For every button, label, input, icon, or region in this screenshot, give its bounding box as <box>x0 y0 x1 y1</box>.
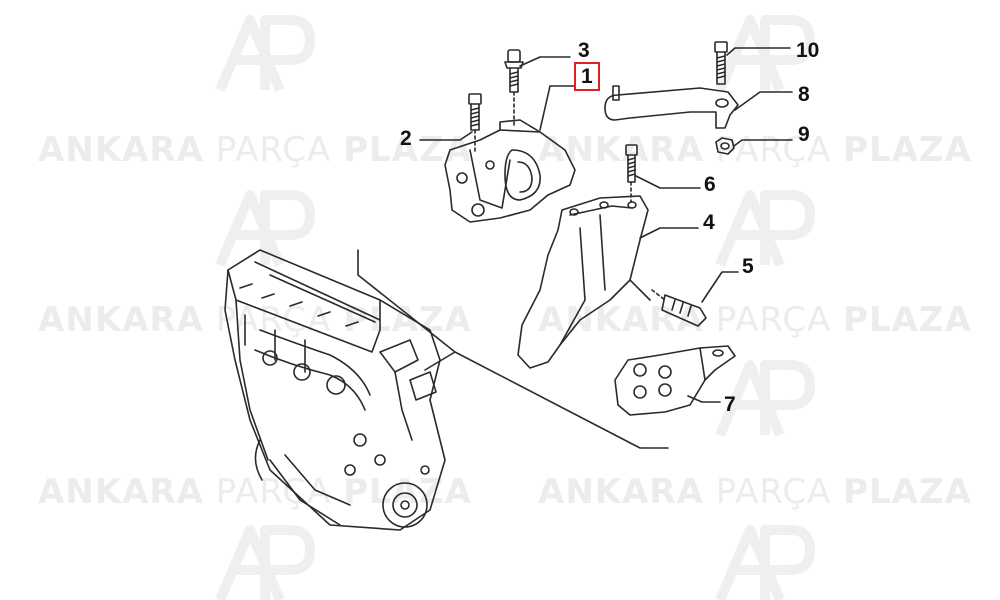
leader-line <box>539 85 575 131</box>
callout-8[interactable]: 8 <box>798 83 810 106</box>
bolt-part <box>651 289 707 327</box>
ap-logo-icon <box>215 525 315 600</box>
watermark-word: PARÇA <box>215 472 332 512</box>
callout-10[interactable]: 10 <box>796 39 820 62</box>
ap-logo-icon <box>715 360 815 437</box>
bolt-part <box>625 144 638 203</box>
watermark-text: ANKARA PARÇA PLAZA <box>538 300 972 340</box>
nut-part <box>715 137 735 155</box>
watermark-word: PARÇA <box>715 300 832 340</box>
engine-block <box>224 249 446 531</box>
watermark-word: ANKARA <box>38 130 204 170</box>
callout-5[interactable]: 5 <box>742 255 754 278</box>
callout-2[interactable]: 2 <box>400 127 412 150</box>
leader-line <box>701 271 739 303</box>
callout-4[interactable]: 4 <box>703 211 715 234</box>
watermark-word: PARÇA <box>215 130 332 170</box>
callout-9[interactable]: 9 <box>798 123 810 146</box>
bolt-part <box>468 93 482 153</box>
leader-line <box>635 175 701 189</box>
watermark-word: ANKARA <box>38 472 204 512</box>
ap-logo-icon <box>715 190 815 267</box>
watermark-word: ANKARA <box>538 472 704 512</box>
watermark-word: PLAZA <box>843 130 972 170</box>
watermark-word: PLAZA <box>843 300 972 340</box>
leader-line <box>726 47 791 56</box>
detail-leader-line <box>357 249 669 449</box>
callout-6[interactable]: 6 <box>704 173 716 196</box>
ap-logo-icon <box>215 15 315 92</box>
watermark-word: ANKARA <box>538 300 704 340</box>
watermark-word: PLAZA <box>343 472 472 512</box>
watermark-word: PARÇA <box>215 300 332 340</box>
leader-line <box>419 131 473 141</box>
bracket-part <box>604 85 739 129</box>
leader-line <box>734 91 793 111</box>
watermark-text: ANKARA PARÇA PLAZA <box>38 300 472 340</box>
callout-1-selected[interactable]: 1 <box>574 62 600 91</box>
ap-logo-icon <box>715 525 815 600</box>
leader-line <box>687 395 721 403</box>
bolt-part <box>714 41 728 85</box>
leader-line <box>519 56 571 67</box>
callout-7[interactable]: 7 <box>724 393 736 416</box>
leader-line <box>733 139 793 147</box>
watermark-word: PARÇA <box>715 472 832 512</box>
callout-3[interactable]: 3 <box>578 39 590 62</box>
engine-mount-part <box>444 119 576 223</box>
bolt-part <box>504 49 524 129</box>
watermark-text: ANKARA PARÇA PLAZA <box>538 472 972 512</box>
watermark-word: PLAZA <box>343 300 472 340</box>
ap-logo-icon <box>715 15 815 92</box>
support-bracket-part <box>517 195 651 369</box>
watermark-word: PARÇA <box>715 130 832 170</box>
watermark-word: ANKARA <box>38 300 204 340</box>
leader-line <box>639 227 699 239</box>
ap-logo-icon <box>215 190 315 267</box>
watermark-text: ANKARA PARÇA PLAZA <box>38 472 472 512</box>
mount-pad-part <box>614 345 736 416</box>
watermark-word: PLAZA <box>843 472 972 512</box>
